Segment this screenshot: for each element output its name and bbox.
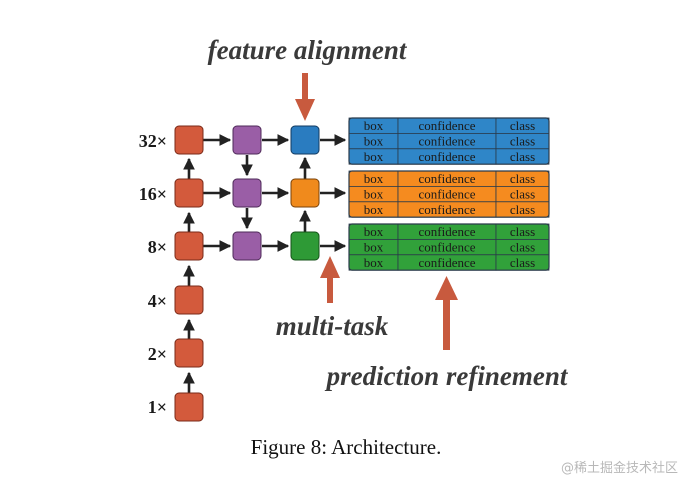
neck-column — [232, 125, 262, 261]
head-column — [290, 125, 320, 261]
feature-alignment-pointer-head — [295, 99, 315, 121]
band-cell-label-box: box — [364, 149, 384, 164]
band-cell-label-confidence: confidence — [418, 171, 475, 186]
band-cell-label-box: box — [364, 255, 384, 270]
band-cell-label-confidence: confidence — [418, 186, 475, 201]
pointer-arrows — [295, 73, 458, 350]
neck-node-8x — [232, 231, 262, 261]
band-cell-label-box: box — [364, 239, 384, 254]
band-outline — [348, 117, 550, 165]
prediction-refinement-pointer-shaft — [443, 298, 450, 350]
scale-label-16x: 16× — [139, 184, 167, 204]
prediction-refinement-label: prediction refinement — [325, 361, 569, 391]
band-cell-label-class: class — [510, 171, 535, 186]
prediction-band-32x: box confidence class box confidence class box c… — [348, 117, 550, 165]
backbone-node-1x — [174, 392, 204, 422]
band-cell-label-confidence: confidence — [418, 149, 475, 164]
backbone-node-4x — [174, 285, 204, 315]
band-cell-label-class: class — [510, 118, 535, 133]
multi-task-pointer-shaft — [327, 276, 333, 303]
neck-node-16x — [232, 178, 262, 208]
backbone-node-2x — [174, 338, 204, 368]
backbone-node-8x — [174, 231, 204, 261]
band-cell-label-class: class — [510, 224, 535, 239]
scale-label-32x: 32× — [139, 131, 167, 151]
backbone-node-16x — [174, 178, 204, 208]
band-cell-label-confidence: confidence — [418, 118, 475, 133]
backbone-node-32x — [174, 125, 204, 155]
band-cell-label-class: class — [510, 255, 535, 270]
feature-alignment-pointer-shaft — [302, 73, 308, 101]
multi-task-label: multi-task — [276, 311, 389, 341]
band-cell-label-box: box — [364, 202, 384, 217]
scale-label-8x: 8× — [148, 237, 167, 257]
figure-caption: Figure 8: Architecture. — [250, 435, 442, 459]
scale-label-4x: 4× — [148, 291, 167, 311]
head-node-32x — [290, 125, 320, 155]
band-cell-label-box: box — [364, 186, 384, 201]
head-node-8x — [290, 231, 320, 261]
band-outline — [348, 170, 550, 218]
connection-arrows — [183, 134, 347, 393]
band-cell-label-class: class — [510, 239, 535, 254]
backbone-column — [174, 125, 204, 422]
prediction-band-16x: box confidence class box confidence class box c… — [348, 170, 550, 218]
band-cell-label-box: box — [364, 133, 384, 148]
band-cell-label-class: class — [510, 133, 535, 148]
band-cell-label-class: class — [510, 149, 535, 164]
band-outline — [348, 223, 550, 271]
band-cell-label-box: box — [364, 171, 384, 186]
band-cell-label-confidence: confidence — [418, 255, 475, 270]
band-cell-label-confidence: confidence — [418, 202, 475, 217]
neck-node-32x — [232, 125, 262, 155]
scale-labels: 32× 16× 8× 4× 2× 1× — [139, 131, 167, 417]
multi-task-pointer-head — [320, 256, 340, 278]
band-cell-label-confidence: confidence — [418, 224, 475, 239]
band-cell-label-confidence: confidence — [418, 133, 475, 148]
band-cell-label-box: box — [364, 118, 384, 133]
head-node-16x — [290, 178, 320, 208]
prediction-refinement-pointer-head — [435, 276, 458, 300]
band-cell-label-box: box — [364, 224, 384, 239]
band-cell-label-class: class — [510, 186, 535, 201]
prediction-bands: box confidence class box confidence class box c… — [348, 117, 550, 271]
band-cell-label-class: class — [510, 202, 535, 217]
feature-alignment-label: feature alignment — [208, 35, 408, 65]
scale-label-2x: 2× — [148, 344, 167, 364]
band-cell-label-confidence: confidence — [418, 239, 475, 254]
watermark: @稀土掘金技术社区 — [560, 461, 678, 476]
scale-label-1x: 1× — [148, 397, 167, 417]
prediction-band-8x: box confidence class box confidence class box c… — [348, 223, 550, 271]
